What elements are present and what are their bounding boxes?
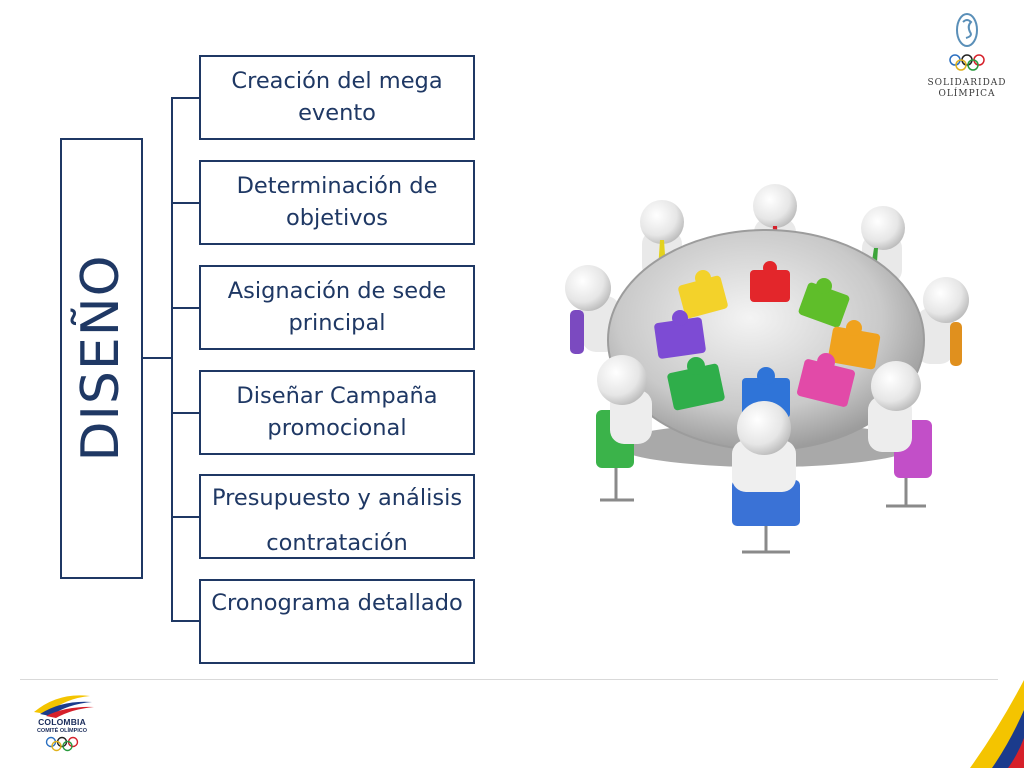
solidaridad-logo-text: SOLIDARIDAD OLÍMPICA xyxy=(922,78,1012,100)
connector-stem xyxy=(143,357,171,359)
puzzle-piece xyxy=(797,353,855,407)
puzzle-piece xyxy=(678,270,728,319)
item-text-line: contratación xyxy=(266,530,408,556)
olimpica-line: OLÍMPICA xyxy=(938,89,996,99)
puzzle-piece xyxy=(750,261,790,302)
person-figure xyxy=(596,355,652,502)
item-text-line: Cronograma detallado xyxy=(211,590,463,616)
connector-branch xyxy=(171,202,199,204)
puzzle-piece xyxy=(827,320,881,370)
item-text-line: principal xyxy=(288,310,386,336)
connector-branch xyxy=(171,97,199,99)
solidaridad-olimpica-logo: SOLIDARIDAD OLÍMPICA xyxy=(922,12,1012,104)
connector-branch xyxy=(171,412,199,414)
item-box: Diseñar Campaña promocional xyxy=(199,370,475,455)
meeting-puzzle-illustration xyxy=(565,184,969,554)
colombia-logo: COLOMBIA COMITÉ OLÍMPICO xyxy=(28,692,96,756)
connector-branch xyxy=(171,516,199,518)
item-text-line: Creación del mega xyxy=(231,68,443,94)
colombia-name: COLOMBIA xyxy=(38,717,86,727)
item-box: Determinación de objetivos xyxy=(199,160,475,245)
footer-divider xyxy=(20,679,998,680)
puzzle-piece xyxy=(654,310,706,359)
item-text-line: objetivos xyxy=(285,205,389,231)
item-box: Cronograma detallado xyxy=(199,579,475,664)
item-text-line: evento xyxy=(298,100,376,126)
flag-corner-decoration xyxy=(970,680,1024,768)
connector-spine xyxy=(171,97,173,622)
item-text-line: Determinación de xyxy=(236,173,438,199)
solidaridad-emblem-icon xyxy=(949,13,985,71)
colombia-flag-swoosh-icon xyxy=(34,695,94,718)
title-box xyxy=(60,138,143,579)
item-text-line: promocional xyxy=(267,415,407,441)
item-text-line: Presupuesto y análisis xyxy=(211,485,463,511)
item-text-line: Asignación de sede xyxy=(227,278,447,304)
item-box: Asignación de sede principal xyxy=(199,265,475,350)
person-figure xyxy=(916,277,969,366)
item-box: Presupuesto y análisis contratación xyxy=(199,474,475,559)
person-figure xyxy=(868,361,932,508)
solidaridad-line: SOLIDARIDAD xyxy=(927,78,1007,88)
olympic-rings-icon xyxy=(45,736,79,752)
item-text-line: Diseñar Campaña xyxy=(236,383,438,409)
puzzle-piece xyxy=(667,357,725,411)
person-figure xyxy=(732,401,800,554)
connector-branch xyxy=(171,307,199,309)
comite-olimpico-text: COMITÉ OLÍMPICO xyxy=(36,728,88,734)
puzzle-piece xyxy=(798,278,850,328)
connector-branch xyxy=(171,620,199,622)
slide-title: DISEÑO xyxy=(71,254,131,462)
item-box: Creación del mega evento xyxy=(199,55,475,140)
